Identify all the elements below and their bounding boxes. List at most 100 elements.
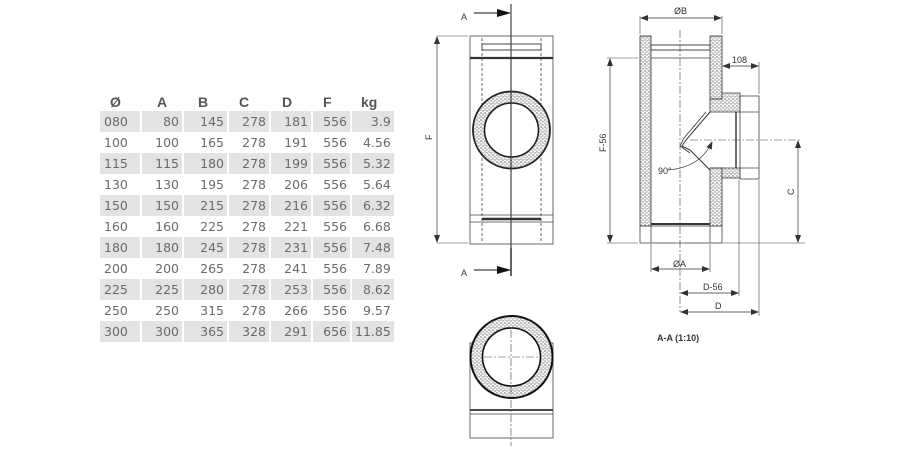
- table-cell: 150: [142, 195, 182, 216]
- d56-dimension-label: D-56: [703, 282, 723, 292]
- diameter-b-label: ØB: [674, 6, 687, 16]
- table-cell: 280: [184, 279, 227, 300]
- table-header-row: Ø A B C D F kg: [100, 92, 394, 111]
- table-cell: 656: [313, 321, 350, 342]
- table-cell: 181: [271, 111, 311, 132]
- table-cell: 556: [323, 303, 347, 318]
- table-cell: 3.9: [352, 111, 394, 132]
- table-cell: 556: [313, 237, 350, 258]
- table-cell: 221: [284, 219, 308, 234]
- table-cell: 556: [313, 153, 350, 174]
- table-cell: 225: [200, 219, 224, 234]
- table-cell: 278: [229, 195, 269, 216]
- table-cell: 250: [104, 303, 128, 318]
- table-cell: 265: [200, 261, 224, 276]
- table-cell: 115: [100, 153, 140, 174]
- table-cell: 080: [100, 111, 140, 132]
- table-cell: 245: [184, 237, 227, 258]
- table-cell: 556: [323, 219, 347, 234]
- table-cell: 225: [100, 279, 140, 300]
- header-b: B: [198, 93, 209, 110]
- table-cell: 278: [229, 111, 269, 132]
- table-cell: 180: [142, 237, 182, 258]
- table-cell: 80: [142, 111, 182, 132]
- table-cell: 278: [242, 177, 266, 192]
- table-cell: 556: [323, 261, 347, 276]
- top-view: [469, 315, 554, 446]
- table-cell: 200: [104, 261, 128, 276]
- table-cell: 278: [229, 279, 269, 300]
- header-c: C: [239, 93, 250, 110]
- table-cell: 130: [155, 177, 179, 192]
- section-marker-top-label: A: [461, 12, 467, 22]
- table-cell: 115: [142, 153, 182, 174]
- table-cell: 100: [155, 135, 179, 150]
- header-f: F: [323, 93, 332, 110]
- table-cell: 216: [271, 195, 311, 216]
- table-cell: 199: [271, 153, 311, 174]
- table-cell: 215: [184, 195, 227, 216]
- table-cell: 278: [242, 303, 266, 318]
- d-dimension-label: D: [715, 301, 722, 311]
- table-cell: 300: [100, 321, 140, 342]
- table-cell: 8.62: [352, 279, 394, 300]
- diameter-a-label: ØA: [673, 259, 686, 269]
- angle-label: 90°: [658, 166, 672, 176]
- section-view: [607, 15, 805, 316]
- table-cell: 5.64: [362, 177, 391, 192]
- table-cell: 100: [104, 135, 128, 150]
- table-cell: 225: [142, 279, 182, 300]
- table-cell: 556: [323, 135, 347, 150]
- table-cell: 160: [104, 219, 128, 234]
- table-cell: 365: [184, 321, 227, 342]
- c-dimension-label: C: [786, 188, 796, 195]
- table-cell: 130: [104, 177, 128, 192]
- table-cell: 241: [284, 261, 308, 276]
- table-cell: 145: [184, 111, 227, 132]
- table-cell: 9.57: [362, 303, 391, 318]
- table-cell: 250: [155, 303, 179, 318]
- table-row: 130 130 195 278 206 556 5.64: [100, 174, 394, 195]
- table-cell: 200: [155, 261, 179, 276]
- table-cell: 150: [100, 195, 140, 216]
- section-marker-bottom-label: A: [461, 268, 467, 278]
- table-cell: 556: [323, 177, 347, 192]
- table-cell: 160: [155, 219, 179, 234]
- header-a: A: [157, 93, 168, 110]
- f-dimension-label: F: [424, 134, 434, 140]
- table-cell: 191: [284, 135, 308, 150]
- table-cell: 195: [200, 177, 224, 192]
- table-cell: 180: [100, 237, 140, 258]
- table-cell: 328: [229, 321, 269, 342]
- table-cell: 315: [200, 303, 224, 318]
- table-cell: 291: [271, 321, 311, 342]
- table-cell: 6.68: [362, 219, 391, 234]
- section-caption: A-A (1:10): [657, 333, 699, 343]
- table-cell: 180: [184, 153, 227, 174]
- table-cell: 11.85: [352, 321, 394, 342]
- table-cell: 231: [271, 237, 311, 258]
- table-cell: 6.32: [352, 195, 394, 216]
- table-cell: 5.32: [352, 153, 394, 174]
- table-cell: 206: [284, 177, 308, 192]
- table-cell: 278: [242, 261, 266, 276]
- table-cell: 4.56: [362, 135, 391, 150]
- table-cell: 165: [200, 135, 224, 150]
- table-cell: 253: [271, 279, 311, 300]
- header-diameter: Ø: [110, 93, 121, 110]
- table-cell: 7.48: [352, 237, 394, 258]
